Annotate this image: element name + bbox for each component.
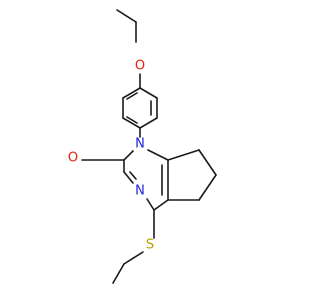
phenyl-bond-4 [122,117,141,129]
phenyl-double-inner-3 [126,92,138,100]
bond-c2-n3-double [129,171,137,180]
ethylthio-bonds [112,209,155,284]
n3-label: N [135,184,145,199]
bond-c2-n3 [123,171,134,184]
phenyl-double-inner-2 [126,116,138,124]
bond-s-ch2 [123,251,144,265]
molecule-structure: O N O N S [0,0,300,300]
phenyl-bond-6 [122,87,141,99]
bond-n3-c4 [146,198,155,211]
bond-c4-c4a [153,199,169,211]
ethoxy-ethyl-bonds [116,9,137,43]
sulfur-label: S [146,238,154,253]
n1-label: N [135,137,145,152]
phenyl-bond-3 [139,117,158,129]
phenyl-ring [122,87,158,129]
ether-oxygen-label: O [135,59,145,74]
bond-ch2-ch3 [112,263,125,284]
cyclopentane-ring [167,149,217,201]
pyrimidinone-ring [123,149,169,211]
bond-c7a-c7 [167,149,200,161]
bond-c7-c6 [198,149,217,176]
bond-c7a-n1 [147,149,169,161]
bond-n1-c2 [123,150,134,161]
bond-ch3-ch2-ethoxy [116,9,137,23]
background [0,0,300,300]
phenyl-bond-1 [139,87,158,99]
bond-c6-c5 [198,174,217,201]
carbonyl-oxygen-label: O [68,151,78,166]
molecule-canvas: O N O N S [0,0,300,300]
